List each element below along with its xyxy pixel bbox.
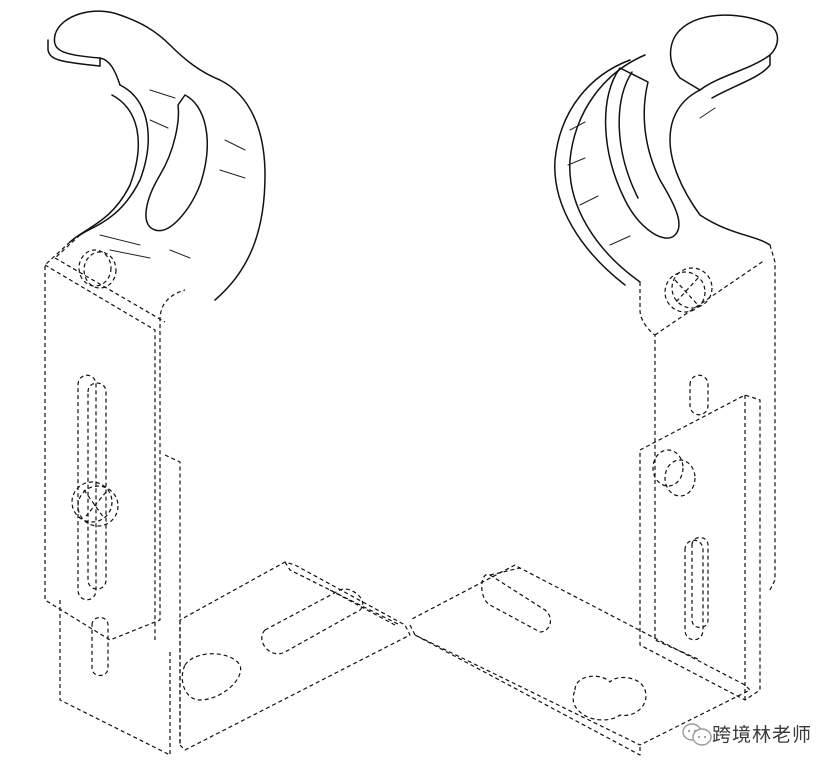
left-foot <box>179 561 411 751</box>
left-bracket <box>44 10 266 756</box>
right-foot <box>409 564 751 756</box>
right-bracket <box>554 14 779 701</box>
watermark-text: 跨境林老师 <box>711 724 812 746</box>
wechat-icon <box>682 723 712 746</box>
